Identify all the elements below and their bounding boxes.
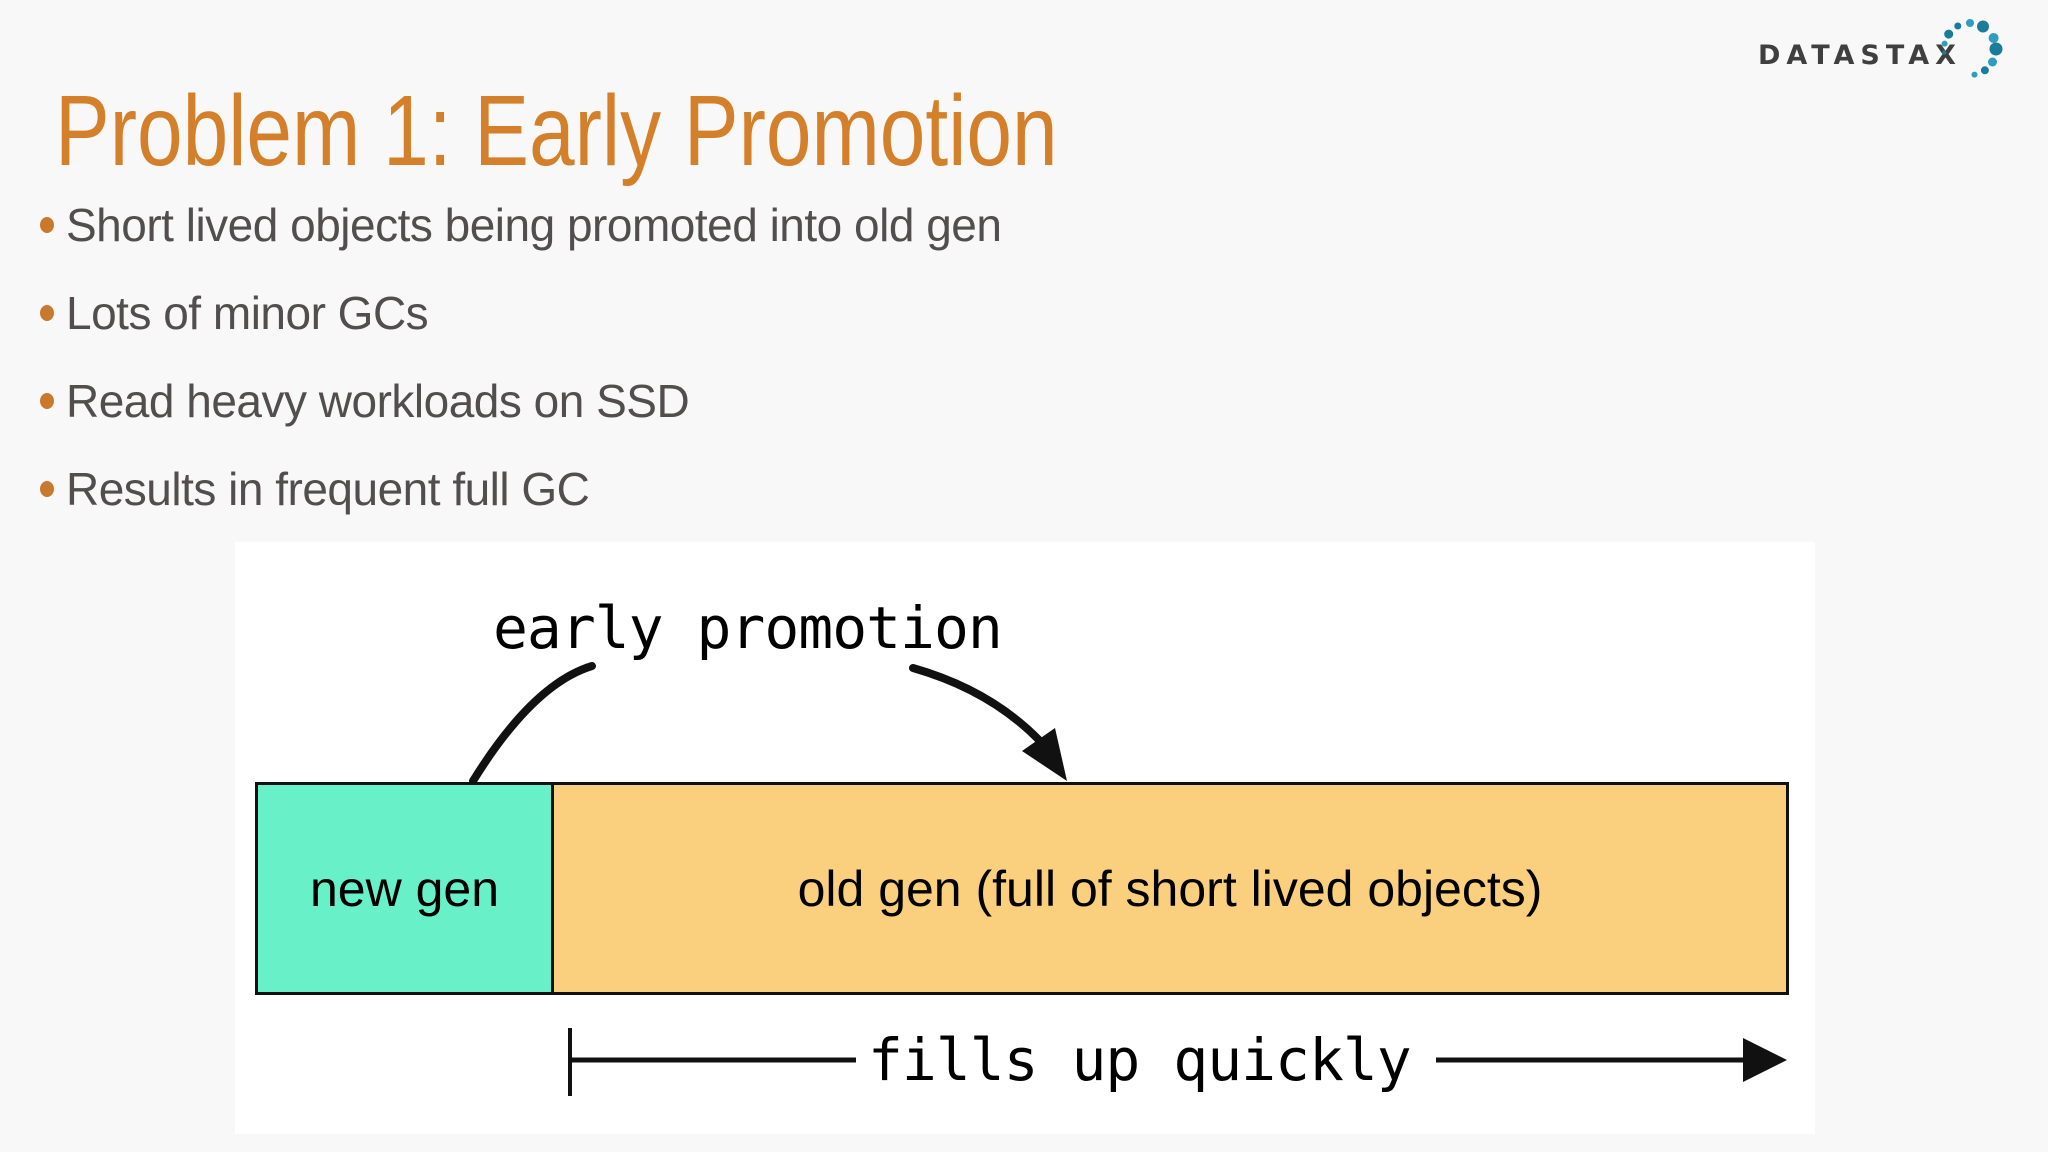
early-promotion-label: early promotion: [493, 594, 1003, 662]
datastax-logo-text: DATASTAX: [1758, 40, 1962, 71]
list-item: Lots of minor GCs: [40, 269, 1001, 357]
fills-up-quickly-label: fills up quickly: [868, 1026, 1412, 1094]
old-gen-label: old gen (full of short lived objects): [797, 860, 1543, 917]
new-gen-box: new gen: [255, 782, 554, 995]
bullet-list: Short lived objects being promoted into …: [40, 181, 1002, 533]
datastax-logo: DATASTAX: [1758, 10, 2018, 95]
bullet-dot-icon: [40, 217, 54, 233]
bullet-text: Lots of minor GCs: [66, 287, 429, 339]
bullet-dot-icon: [40, 481, 54, 497]
bullet-text: Results in frequent full GC: [66, 463, 590, 515]
list-item: Short lived objects being promoted into …: [40, 181, 1002, 269]
new-gen-label: new gen: [309, 860, 500, 917]
list-item: Results in frequent full GC: [40, 445, 1001, 533]
bullet-text: Short lived objects being promoted into …: [66, 199, 1002, 251]
page-title: Problem 1: Early Promotion: [55, 75, 1058, 187]
bullet-dot-icon: [40, 393, 54, 409]
datastax-dots-icon: [1941, 19, 2003, 78]
list-item: Read heavy workloads on SSD: [40, 357, 1001, 445]
old-gen-box: old gen (full of short lived objects): [551, 782, 1789, 995]
bullet-dot-icon: [40, 305, 54, 321]
bullet-text: Read heavy workloads on SSD: [66, 375, 690, 427]
